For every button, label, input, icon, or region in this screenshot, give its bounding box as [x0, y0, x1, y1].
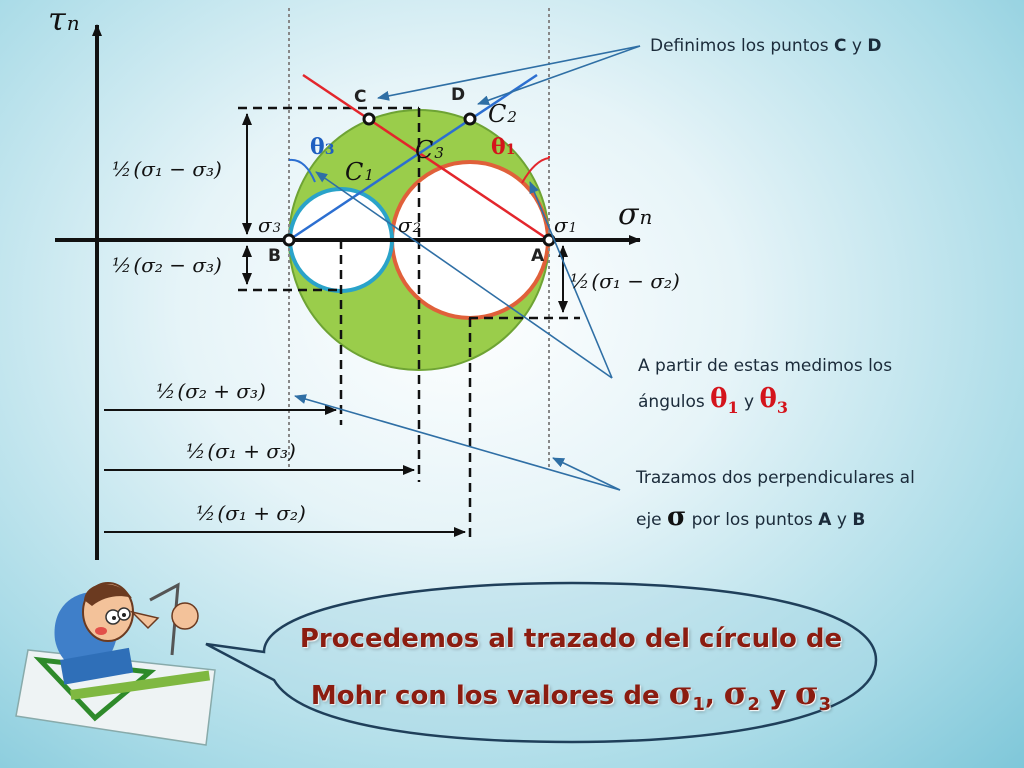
dim-left-lower: ½(σ₂ − σ₃): [112, 253, 222, 277]
theta3-arc-curve: [288, 158, 316, 183]
dim-left-upper: ½(σ₁ − σ₃): [112, 157, 222, 181]
note-define-points: Definimos los puntos C y D: [650, 36, 882, 56]
note-perpendiculars: Trazamos dos perpendiculares al eje σ po…: [636, 468, 915, 532]
dim-bottom-2: ½(σ₁ + σ₃): [186, 439, 296, 463]
point-d-label: D: [451, 85, 465, 105]
c2-label: C2: [488, 100, 517, 128]
bubble-message: Procedemos al trazado del círculo de Moh…: [299, 624, 843, 716]
sigma3-label: σ3: [258, 213, 281, 237]
theta1-label: θ1: [491, 134, 515, 160]
point-markers: [282, 112, 556, 247]
theta3-label: θ3: [310, 134, 334, 160]
callout-arrows: [294, 45, 641, 491]
note-measure-angles: A partir de estas medimos los ángulos θ1…: [638, 356, 893, 417]
sigma-axis-label: σn: [618, 197, 652, 232]
line-ca: [302, 73, 550, 242]
theta1-arc-curve: [521, 157, 550, 184]
speech-bubble: [205, 581, 878, 744]
c1-label: C1: [345, 158, 374, 186]
point-a-label: A: [531, 246, 545, 266]
sigma1-label: σ1: [554, 213, 577, 237]
dim-bottom-1: ½(σ₂ + σ₃): [156, 379, 266, 403]
c3-label: C3: [415, 136, 444, 164]
dashed-projection-lines: [238, 106, 580, 540]
cartoon-draftsman-illustration: [15, 582, 216, 746]
line-bd: [288, 73, 538, 242]
tau-axis-label: τn: [48, 0, 80, 38]
point-c-label: C: [354, 87, 366, 107]
point-b-label: B: [268, 246, 281, 266]
dim-bottom-3: ½(σ₁ + σ₂): [196, 501, 306, 525]
dimension-arrows: [104, 113, 568, 537]
sigma2-label: σ2: [398, 213, 421, 237]
dim-right: ½(σ₁ − σ₂): [570, 269, 680, 293]
